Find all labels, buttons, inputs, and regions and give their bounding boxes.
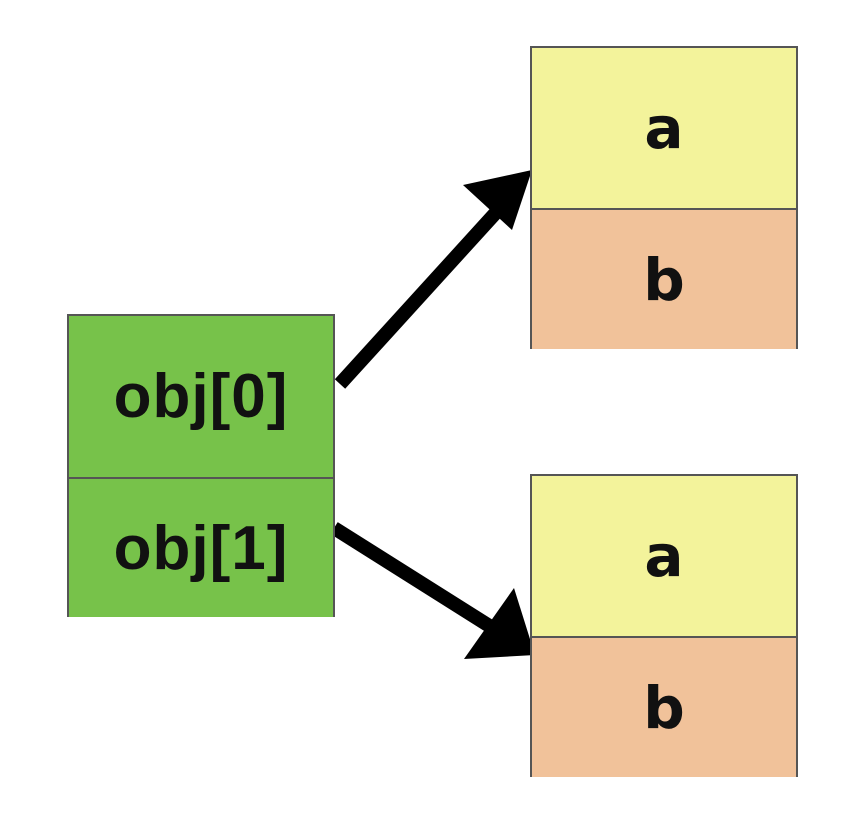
field-b: b <box>532 636 796 777</box>
arrowhead-icon <box>464 588 535 659</box>
field-label: a <box>644 522 684 590</box>
field-label: b <box>643 245 685 314</box>
field-b: b <box>532 208 796 349</box>
object-box-1: a b <box>530 46 798 349</box>
array-cell-0: obj[0] <box>69 316 333 477</box>
array-cell-1: obj[1] <box>69 477 333 617</box>
field-a: a <box>532 48 796 208</box>
array-cell-label: obj[0] <box>113 362 289 431</box>
arrow-shaft <box>330 522 503 638</box>
arrow-obj1-to-object2 <box>330 522 535 659</box>
field-a: a <box>532 476 796 636</box>
arrow-shaft <box>334 202 507 389</box>
array-box: obj[0] obj[1] <box>67 314 335 617</box>
array-cell-label: obj[1] <box>113 513 289 583</box>
object-box-2: a b <box>530 474 798 777</box>
arrowhead-icon <box>463 170 532 230</box>
field-label: b <box>643 673 685 742</box>
arrow-obj0-to-object1 <box>334 170 532 389</box>
field-label: a <box>644 94 684 162</box>
